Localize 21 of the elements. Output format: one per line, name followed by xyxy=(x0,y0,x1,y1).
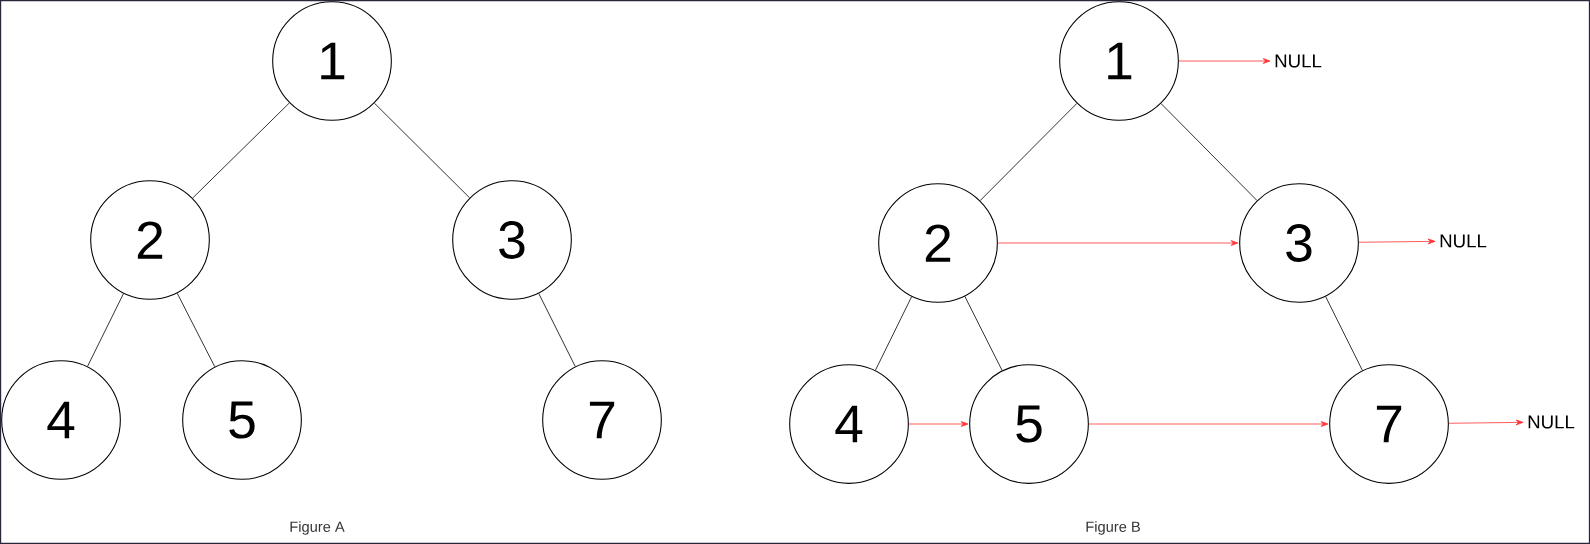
tree-edge xyxy=(1160,103,1258,201)
arrow xyxy=(1448,419,1524,426)
tree-edge xyxy=(192,102,290,199)
figure-caption: Figure B xyxy=(1086,521,1140,535)
figure-caption: Figure A xyxy=(290,521,345,535)
tree-edge xyxy=(374,102,470,199)
tree-edge xyxy=(176,292,216,368)
tree-edge xyxy=(538,293,576,367)
arrow xyxy=(1088,421,1329,427)
null-label: NULL xyxy=(1528,415,1575,429)
tree-edge xyxy=(964,296,1003,371)
null-label: NULL xyxy=(1275,54,1322,68)
tree-edge xyxy=(875,296,912,371)
arrow xyxy=(1178,58,1271,64)
arrow xyxy=(1358,238,1436,245)
tree-edge xyxy=(87,293,124,367)
tree-edge xyxy=(1325,296,1363,371)
null-label: NULL xyxy=(1440,234,1487,248)
tree-edge xyxy=(979,103,1078,201)
arrow xyxy=(997,240,1239,246)
arrow xyxy=(908,421,969,427)
